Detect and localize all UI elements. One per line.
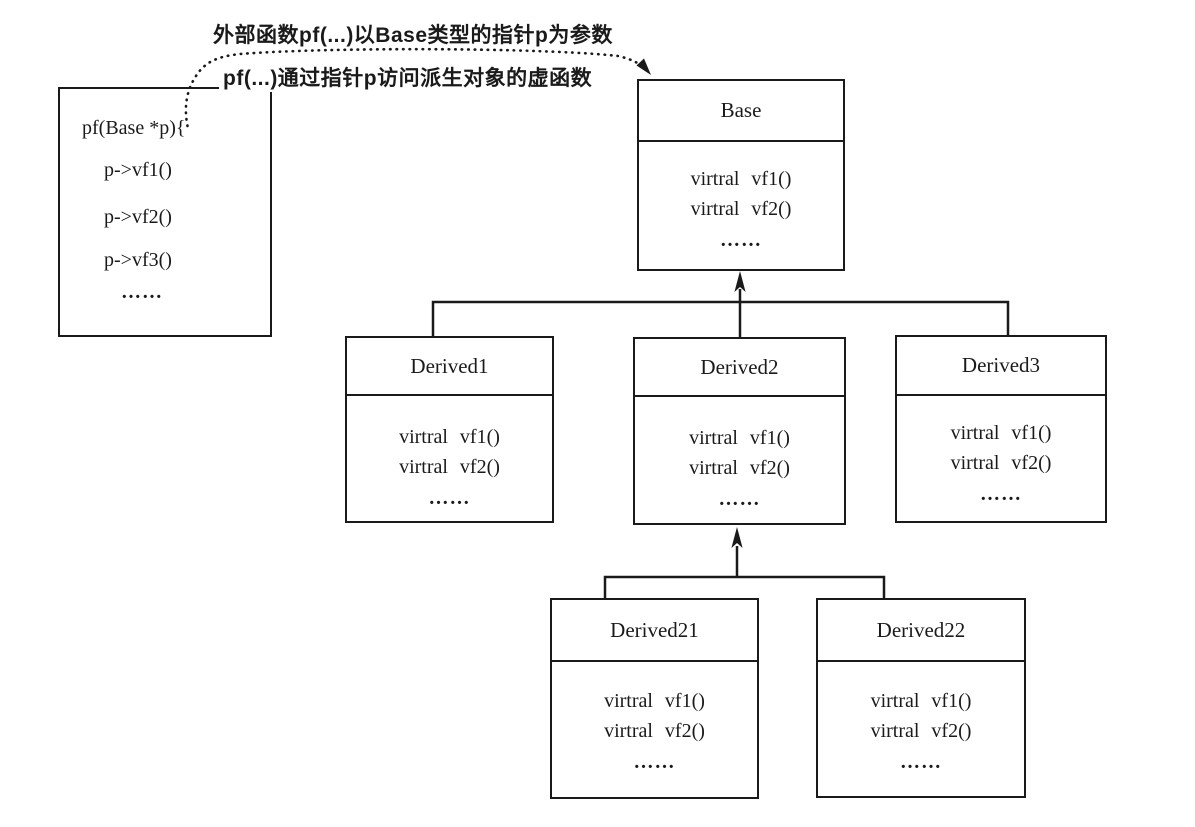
class-box-derived21: Derived21 virtral vf1() virtral vf2() …… — [550, 598, 759, 799]
member-line: virtral vf2() — [689, 457, 790, 479]
member-line: virtral vf1() — [870, 690, 972, 712]
member-line: virtral vf1() — [689, 427, 790, 449]
member-line: virtral vf2() — [399, 456, 500, 478]
arrowhead-to-derived2 — [731, 527, 743, 548]
code-line-vf1: p->vf1() — [104, 159, 172, 181]
class-title-derived22: Derived22 — [818, 600, 1024, 662]
code-box: pf(Base *p){ p->vf1() p->vf2() p->vf3() … — [58, 87, 272, 337]
class-title-derived2: Derived2 — [635, 339, 844, 397]
class-title-base: Base — [639, 81, 843, 142]
member-line: virtral vf2() — [870, 720, 972, 742]
class-members-derived1: virtral vf1() virtral vf2() …… — [347, 396, 552, 521]
code-line-signature: pf(Base *p){ — [82, 117, 186, 139]
member-ellipsis: …… — [428, 487, 471, 509]
class-members-base: virtral vf1() virtral vf2() …… — [639, 142, 843, 269]
arrowhead-to-base — [734, 271, 746, 292]
member-line: virtral vf2() — [950, 452, 1052, 474]
code-ellipsis: …… — [121, 281, 163, 303]
inheritance-rail-lower — [603, 575, 886, 599]
member-ellipsis: …… — [900, 751, 942, 773]
pointer-dotted-curve — [184, 47, 650, 128]
annotation-virtual-access: pf(...)通过指针p访问派生对象的虚函数 — [219, 62, 597, 92]
class-members-derived22: virtral vf1() virtral vf2() …… — [818, 662, 1024, 796]
class-title-derived1: Derived1 — [347, 338, 552, 396]
member-ellipsis: …… — [633, 751, 676, 773]
annotation-pointer-parameter: 外部函数pf(...)以Base类型的指针p为参数 — [213, 24, 613, 47]
member-ellipsis: …… — [718, 488, 761, 510]
class-box-derived1: Derived1 virtral vf1() virtral vf2() …… — [345, 336, 554, 523]
class-box-derived3: Derived3 virtral vf1() virtral vf2() …… — [895, 335, 1107, 523]
code-line-vf2: p->vf2() — [104, 206, 172, 228]
class-box-derived2: Derived2 virtral vf1() virtral vf2() …… — [633, 337, 846, 525]
member-ellipsis: …… — [980, 483, 1022, 505]
class-box-base: Base virtral vf1() virtral vf2() …… — [637, 79, 845, 271]
member-line: virtral vf2() — [690, 198, 792, 220]
class-title-derived21: Derived21 — [552, 600, 757, 662]
member-line: virtral vf2() — [604, 720, 705, 742]
member-line: virtral vf1() — [604, 690, 705, 712]
member-line: virtral vf1() — [950, 422, 1052, 444]
member-line: virtral vf1() — [399, 426, 500, 448]
dotted-curve-arrowhead — [636, 58, 651, 75]
member-ellipsis: …… — [720, 229, 762, 251]
class-title-derived3: Derived3 — [897, 337, 1105, 396]
inheritance-rail-upper — [431, 300, 1010, 337]
class-members-derived21: virtral vf1() virtral vf2() …… — [552, 662, 757, 797]
class-members-derived2: virtral vf1() virtral vf2() …… — [635, 397, 844, 523]
class-members-derived3: virtral vf1() virtral vf2() …… — [897, 396, 1105, 521]
class-box-derived22: Derived22 virtral vf1() virtral vf2() …… — [816, 598, 1026, 798]
code-line-vf3: p->vf3() — [104, 249, 172, 271]
member-line: virtral vf1() — [690, 168, 792, 190]
